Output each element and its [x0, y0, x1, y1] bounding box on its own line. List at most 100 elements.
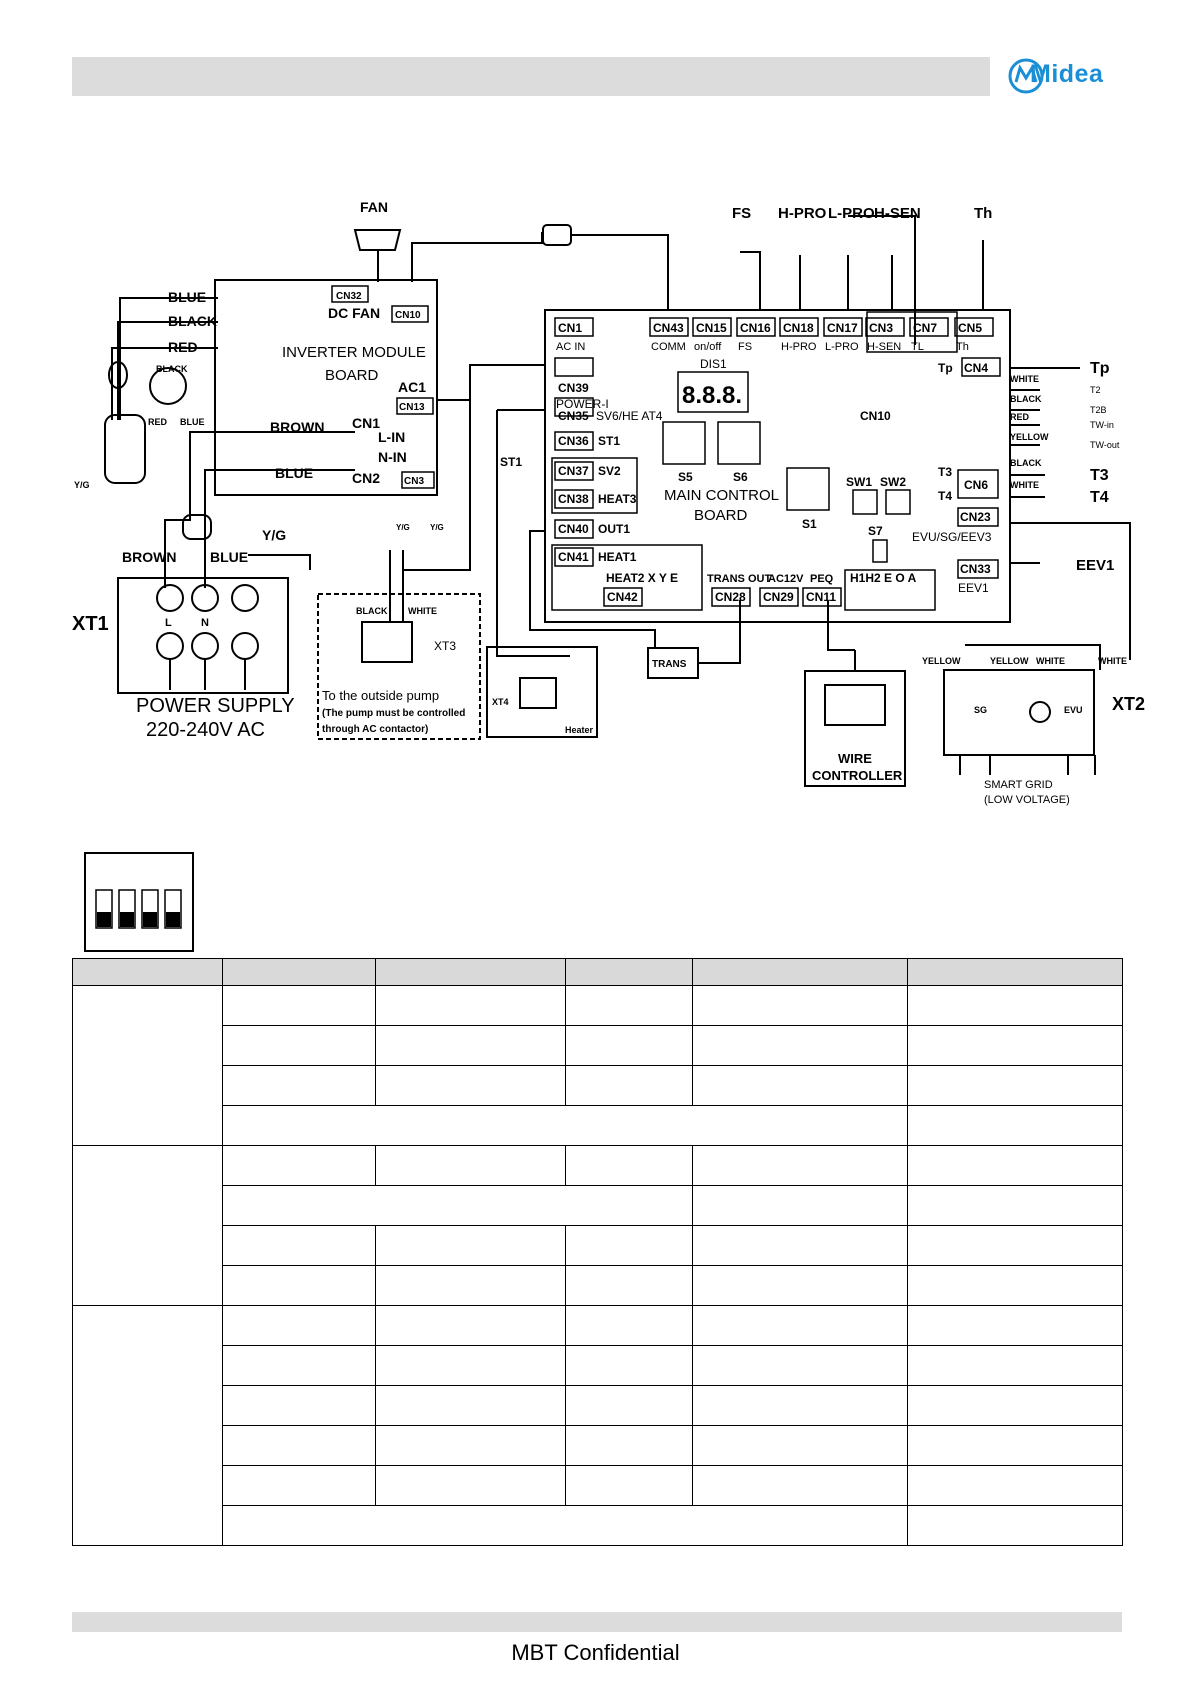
table-row [73, 1465, 1123, 1506]
connector-sub-cn18: H-PRO [781, 341, 817, 353]
table-row [73, 1225, 1123, 1266]
label-s7: S7 [868, 524, 883, 538]
connector-cn18: CN18 [783, 321, 814, 335]
label-red: RED [168, 339, 198, 355]
label-cn2: CN2 [352, 470, 380, 486]
label-wire: WIRE [838, 751, 872, 766]
label-cn33: CN33 [960, 562, 991, 576]
label-eev1-sensor: EEV1 [1076, 557, 1114, 574]
label-low-voltage: (LOW VOLTAGE) [984, 794, 1070, 806]
main-control-board [544, 309, 1011, 623]
label-cn28: CN28 [715, 590, 746, 604]
label-main-board: BOARD [694, 507, 748, 524]
label-twout: TW-out [1090, 440, 1120, 450]
wiring-diagram: FAN BLUE BLACK RED CN32 DC FAN CN10 INVE… [72, 199, 1145, 806]
label-xt3-black: BLACK [356, 606, 388, 616]
brand-name: Midea [1030, 60, 1104, 88]
label-fan: FAN [360, 199, 388, 215]
label-heat2-row: HEAT2 X Y E [606, 571, 678, 585]
midea-logo-icon [1008, 58, 1044, 94]
label-heat3: HEAT3 [598, 492, 637, 506]
label-hpro: H-PRO [778, 205, 827, 222]
label-fs: FS [732, 205, 751, 222]
label-blue: BLUE [168, 289, 206, 305]
label-brown: BROWN [270, 419, 324, 435]
label-xt3-note2: (The pump must be controlled [322, 708, 465, 719]
label-rs-white: WHITE [1010, 374, 1039, 384]
label-blue2: BLUE [210, 549, 248, 565]
label-t4-sensor: T4 [1090, 489, 1109, 506]
label-power-supply: POWER SUPPLY [136, 695, 295, 717]
label-st1-ext: ST1 [500, 455, 522, 469]
label-xt2-white1: WHITE [1036, 656, 1065, 666]
label-power-i: POWER-I [556, 397, 609, 411]
label-rs-red: RED [1010, 412, 1030, 422]
label-sw2: SW2 [880, 475, 906, 489]
label-xt3-note1: To the outside pump [322, 688, 439, 703]
label-l: L [165, 617, 172, 629]
label-cn37: CN37 [558, 464, 589, 478]
label-cn23: CN23 [960, 510, 991, 524]
label-sv6: SV6/HE AT4 [596, 409, 663, 423]
label-comp-red: RED [148, 417, 168, 427]
label-s5: S5 [678, 470, 693, 484]
dip-switch-illustration [84, 852, 194, 952]
label-inverter-module: INVERTER MODULE [282, 344, 426, 361]
label-trans-out: TRANS OUT [707, 573, 771, 585]
label-xt3: XT3 [434, 639, 456, 653]
label-cn29: CN29 [763, 590, 794, 604]
table-row [73, 1105, 1123, 1146]
label-trans: TRANS [652, 659, 687, 670]
table-row [73, 1065, 1123, 1106]
label-lpro: L-PRO [828, 205, 875, 222]
label-cn41: CN41 [558, 550, 589, 564]
connector-sub-cn7: TL [911, 341, 924, 353]
label-cn42: CN42 [607, 590, 638, 604]
table-row [73, 1345, 1123, 1386]
label-heater: Heater [565, 725, 594, 735]
label-dc-fan: DC FAN [328, 305, 380, 321]
label-l-in: L-IN [378, 429, 405, 445]
label-cn11: CN11 [806, 590, 836, 604]
label-cn10: CN10 [860, 409, 891, 423]
label-cn6: CN6 [964, 478, 988, 492]
label-cn40: CN40 [558, 522, 589, 536]
label-sv2: SV2 [598, 464, 621, 478]
label-cn10-inv: CN10 [395, 310, 421, 321]
table-row [72, 985, 1123, 1146]
label-eev1-board: EEV1 [958, 581, 989, 595]
label-n: N [201, 617, 209, 629]
label-cn3-inv: CN3 [404, 476, 424, 487]
label-tp-board: Tp [938, 361, 953, 375]
connector-sub-cn15: on/off [694, 341, 722, 353]
label-yg: Y/G [262, 527, 286, 543]
label-evu: EVU [1064, 705, 1083, 715]
table-row [73, 1425, 1123, 1466]
label-comp-blue: BLUE [180, 417, 205, 427]
dip-switch-icon [95, 889, 182, 929]
connector-cn5: CN5 [958, 321, 982, 335]
connector-sub-cn17: L-PRO [825, 341, 859, 353]
label-twin: TW-in [1090, 420, 1114, 430]
label-out1: OUT1 [598, 522, 630, 536]
label-t2b: T2B [1090, 405, 1107, 415]
connector-cn7: CN7 [913, 321, 937, 335]
label-xt3-white: WHITE [408, 606, 437, 616]
footer-confidential: MBT Confidential [511, 1640, 680, 1665]
label-th: Th [974, 205, 992, 222]
label-voltage: 220-240V AC [146, 719, 265, 741]
label-blue-wire: BLUE [275, 465, 313, 481]
label-brown2: BROWN [122, 549, 176, 565]
label-t3-board: T3 [938, 465, 952, 479]
connector-cn15: CN15 [696, 321, 727, 335]
inverter-module-board [214, 279, 438, 496]
label-xt2-yellow1: YELLOW [922, 656, 961, 666]
label-ac12v: AC12V [768, 573, 804, 585]
connector-cn16: CN16 [740, 321, 771, 335]
label-sw1: SW1 [846, 475, 872, 489]
label-ac1: AC1 [398, 379, 426, 395]
label-t3-sensor: T3 [1090, 467, 1109, 484]
label-cn13: CN13 [399, 402, 425, 413]
label-cn1-inv: CN1 [352, 415, 380, 431]
label-cn32: CN32 [336, 291, 362, 302]
